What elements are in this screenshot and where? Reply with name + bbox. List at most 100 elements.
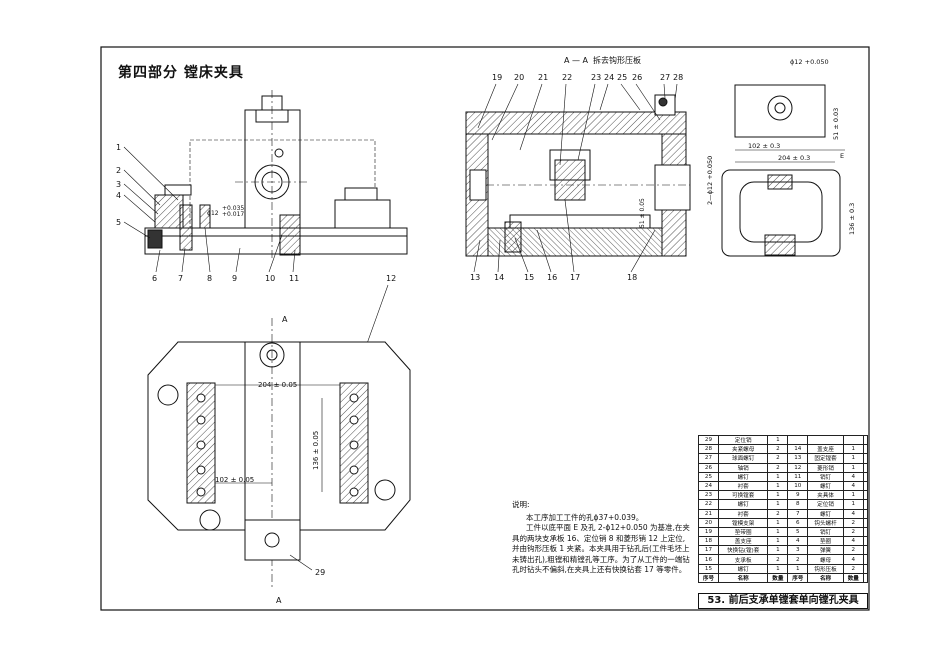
table-cell: 2 bbox=[767, 453, 789, 464]
part-label: 7 bbox=[178, 274, 183, 283]
front-view-labels: 1 2 3 4 5 6 7 8 9 10 11 12 bbox=[116, 143, 396, 283]
part-label: 22 bbox=[562, 73, 572, 82]
table-cell: 定位销 bbox=[717, 434, 769, 446]
part-label: 6 bbox=[152, 274, 157, 283]
part-label: 23 bbox=[591, 73, 601, 82]
table-cell: 4 bbox=[842, 508, 864, 519]
table-cell: 1 bbox=[767, 480, 789, 492]
table-cell: 26 bbox=[698, 462, 719, 473]
explanation-note: 说明: 本工序加工工件的孔ϕ37+0.039。 工件以底平面 E 及孔 2-ϕ1… bbox=[512, 500, 692, 576]
part-label: 28 bbox=[673, 73, 683, 82]
table-cell: 固定镗套 bbox=[807, 453, 844, 464]
dim-204: 204 ± 0.05 bbox=[258, 381, 297, 389]
note-line: 工件以底平面 E 及孔 2-ϕ12+0.050 为基准,在夹具的两块支承板 16… bbox=[512, 523, 690, 574]
table-cell: 23 bbox=[698, 490, 719, 501]
table-cell: 2 bbox=[842, 563, 864, 574]
table-cell: 衬套 bbox=[717, 508, 769, 519]
part-label: 12 bbox=[386, 274, 396, 283]
table-cell: 菱形销 bbox=[807, 462, 844, 473]
table-cell: 28 bbox=[698, 444, 719, 455]
table-cell: 14 bbox=[787, 444, 809, 455]
table-cell: 17 bbox=[698, 545, 719, 556]
table-cell: 盖支座 bbox=[717, 536, 769, 547]
table-cell: 销钉 bbox=[807, 471, 844, 482]
table-cell: 2 bbox=[842, 545, 864, 556]
table-cell: 1 bbox=[767, 545, 789, 556]
table-cell: 4 bbox=[842, 480, 864, 492]
table-cell bbox=[862, 453, 869, 464]
table-cell: 名称 bbox=[807, 572, 844, 584]
part-label: 11 bbox=[289, 274, 299, 283]
table-cell: 1 bbox=[787, 563, 809, 574]
table-cell: 球面螺钉 bbox=[717, 453, 769, 464]
table-cell: 1 bbox=[767, 517, 789, 528]
table-cell: 4 bbox=[787, 536, 809, 547]
table-cell: 钩形压板 bbox=[807, 563, 844, 574]
note-line: 本工序加工工件的孔ϕ37+0.039。 bbox=[526, 512, 644, 522]
table-cell: 15 bbox=[698, 563, 719, 574]
table-cell bbox=[862, 480, 869, 492]
table-cell: 夹紧螺母 bbox=[717, 444, 769, 455]
table-cell: 4 bbox=[842, 471, 864, 482]
part-label: 2 bbox=[116, 166, 121, 175]
table-cell: 22 bbox=[698, 499, 719, 510]
table-cell: 19 bbox=[698, 526, 719, 538]
table-cell: 2 bbox=[767, 508, 789, 519]
table-header-row: 序号名称数量序号名称数量 bbox=[698, 572, 869, 584]
table-cell bbox=[862, 499, 869, 510]
table-cell: 25 bbox=[698, 471, 719, 482]
table-cell: 可换镗套 bbox=[717, 490, 769, 501]
table-cell: 1 bbox=[767, 526, 789, 538]
table-cell: 2 bbox=[767, 462, 789, 473]
part-label: 4 bbox=[116, 191, 121, 200]
dim-102: 102 ± 0.05 bbox=[215, 476, 254, 484]
table-cell bbox=[862, 563, 869, 574]
table-cell bbox=[862, 462, 869, 473]
table-cell: 7 bbox=[787, 508, 809, 519]
table-cell: 13 bbox=[787, 453, 809, 464]
part-label: 8 bbox=[207, 274, 212, 283]
svg-text:51 ± 0.03: 51 ± 0.03 bbox=[832, 108, 840, 140]
table-cell: 盖支座 bbox=[807, 444, 844, 455]
table-cell: 名称 bbox=[717, 572, 769, 584]
table-cell: 1 bbox=[767, 536, 789, 547]
dim-136: 136 ± 0.05 bbox=[312, 431, 320, 470]
table-cell: 4 bbox=[842, 554, 864, 565]
table-cell: 16 bbox=[698, 554, 719, 565]
table-cell: 1 bbox=[842, 462, 864, 473]
table-cell bbox=[787, 434, 809, 446]
table-cell: 垫圈 bbox=[807, 536, 844, 547]
part-label: 27 bbox=[660, 73, 670, 82]
table-cell: 衬套 bbox=[717, 480, 769, 492]
section-view-a-a bbox=[465, 94, 691, 257]
table-cell: 数量 bbox=[842, 572, 864, 584]
hole-fit-dimension: ϕ12 +0.035 +0.017 bbox=[207, 205, 244, 218]
table-cell: 12 bbox=[787, 462, 809, 473]
table-cell: 1 bbox=[842, 499, 864, 510]
table-cell: 2 bbox=[767, 444, 789, 455]
part-label: 15 bbox=[524, 273, 534, 282]
table-cell: 10 bbox=[787, 480, 809, 492]
note-title: 说明: bbox=[512, 500, 530, 509]
table-cell: 螺钉 bbox=[807, 508, 844, 519]
part-label: 16 bbox=[547, 273, 557, 282]
table-cell: 2 bbox=[842, 517, 864, 528]
table-cell: 轴销 bbox=[717, 462, 769, 473]
part-label: 14 bbox=[494, 273, 504, 282]
section-remark: 拆去钩形压板 bbox=[593, 55, 641, 65]
part-label: 25 bbox=[617, 73, 627, 82]
table-cell: 1 bbox=[767, 434, 789, 446]
table-cell: 螺母 bbox=[807, 554, 844, 565]
table-cell: 21 bbox=[698, 508, 719, 519]
part-label: 5 bbox=[116, 218, 121, 227]
